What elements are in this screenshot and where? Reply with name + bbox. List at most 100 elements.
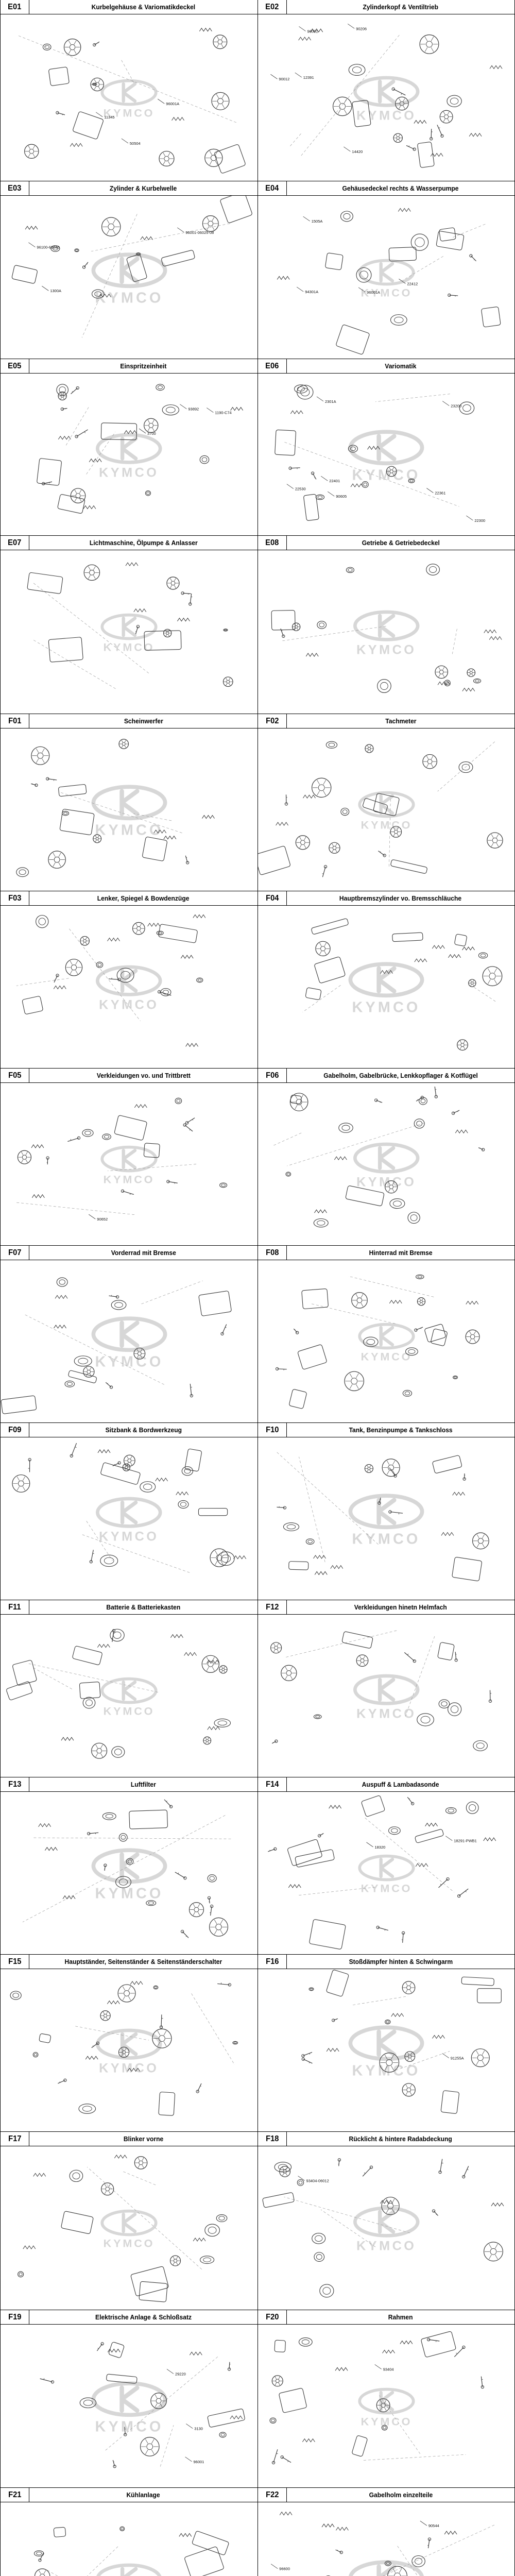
cell-code-box: E02 <box>258 0 287 14</box>
cell-code-box: F19 <box>1 2310 29 2324</box>
cell-code: F09 <box>8 1425 22 1434</box>
cell-code-box: F08 <box>258 1246 287 1260</box>
part-number-label: 3130 <box>194 2427 203 2431</box>
cell-title: Hauptständer, Seitenständer & Seitenstän… <box>29 1955 258 1969</box>
cell-title-text: Stoßdämpfer hinten & Schwingarm <box>349 1958 453 1965</box>
cell-title: Lichtmaschine, Ölpumpe & Anlasser <box>29 536 258 550</box>
part-number-label: 93404 <box>383 2367 394 2371</box>
cell-code: F20 <box>265 2312 279 2321</box>
cell-diagram-area: KYMCO <box>1 1969 258 2131</box>
part-number-label: 96001 <box>194 2460 204 2464</box>
cell-title-text: Blinker vorne <box>123 2135 164 2143</box>
part-number-label: 90652 <box>97 1217 108 1222</box>
cell-diagram-area: KYMCO <box>258 1260 514 1422</box>
cell-code: F16 <box>265 1957 279 1966</box>
exploded-parts-diagram <box>16 739 215 877</box>
part-number-label: 18320 <box>374 1845 385 1850</box>
cell-title-text: Lichtmaschine, Ölpumpe & Anlasser <box>89 539 198 547</box>
exploded-parts-diagram <box>277 1452 489 1582</box>
catalog-cell-F15[interactable]: F15 Hauptständer, Seitenständer & Seitens… <box>0 1954 258 2132</box>
cell-code-box: F21 <box>1 2488 29 2502</box>
cell-code-box: E04 <box>258 181 287 195</box>
exploded-parts-diagram <box>258 741 503 877</box>
cell-diagram-area: KYMCO <box>258 550 514 714</box>
exploded-parts-diagram: 93404-06012 <box>262 2158 504 2298</box>
cell-title-text: Hinterrad mit Bremse <box>369 1249 433 1257</box>
cell-header: E07 Lichtmaschine, Ölpumpe & Anlasser <box>1 536 258 550</box>
part-number-label: 22401 <box>329 479 340 483</box>
cell-diagram-area: KYMCO <box>1 1792 258 1954</box>
cell-code-box: F13 <box>1 1777 29 1791</box>
part-number-label: 96600 <box>279 2567 290 2571</box>
cell-diagram-area: KYMCO <box>1 2146 258 2310</box>
cell-title: Lenker, Spiegel & Bowdenzüge <box>29 891 258 905</box>
cell-title-text: Elektrische Anlage & Schloßsatz <box>95 2313 192 2321</box>
cell-diagram-area: KYMCO <box>258 728 514 891</box>
cell-diagram-area: KYMCO9054496600 <box>258 2502 514 2576</box>
cell-title: Zylinderkopf & Ventiltrieb <box>287 0 514 14</box>
cell-code-box: F16 <box>258 1955 287 1969</box>
part-number-label: 3700 <box>147 431 156 436</box>
cell-title-text: Hauptständer, Seitenständer & Seitenstän… <box>64 1958 222 1965</box>
cell-code: F05 <box>8 1071 22 1080</box>
exploded-parts-diagram <box>27 562 233 690</box>
cell-title: Variomatik <box>287 359 514 373</box>
exploded-parts-diagram <box>16 914 206 1047</box>
cell-title-text: Verkleidungen hinetn Helmfach <box>354 1603 448 1611</box>
cell-code: E07 <box>8 538 22 547</box>
cell-code-box: F15 <box>1 1955 29 1969</box>
cell-title-text: Zylinder & Kurbelwelle <box>110 184 177 192</box>
catalog-cell-F21[interactable]: F21KühlanlageKYMCO19020 <box>0 2487 258 2576</box>
exploded-parts-diagram: 90652 <box>16 1097 228 1222</box>
cell-diagram-area: KYMCO <box>1 550 258 714</box>
cell-code-box: F17 <box>1 2132 29 2146</box>
cell-diagram-area: KYMCO <box>1 1260 258 1422</box>
cell-code: F17 <box>8 2134 22 2143</box>
cell-code-box: F09 <box>1 1423 29 1437</box>
cell-code: F12 <box>265 1602 279 1612</box>
cell-title: Sitzbank & Bordwerkzeug <box>29 1423 258 1437</box>
cell-code: F01 <box>8 716 22 725</box>
